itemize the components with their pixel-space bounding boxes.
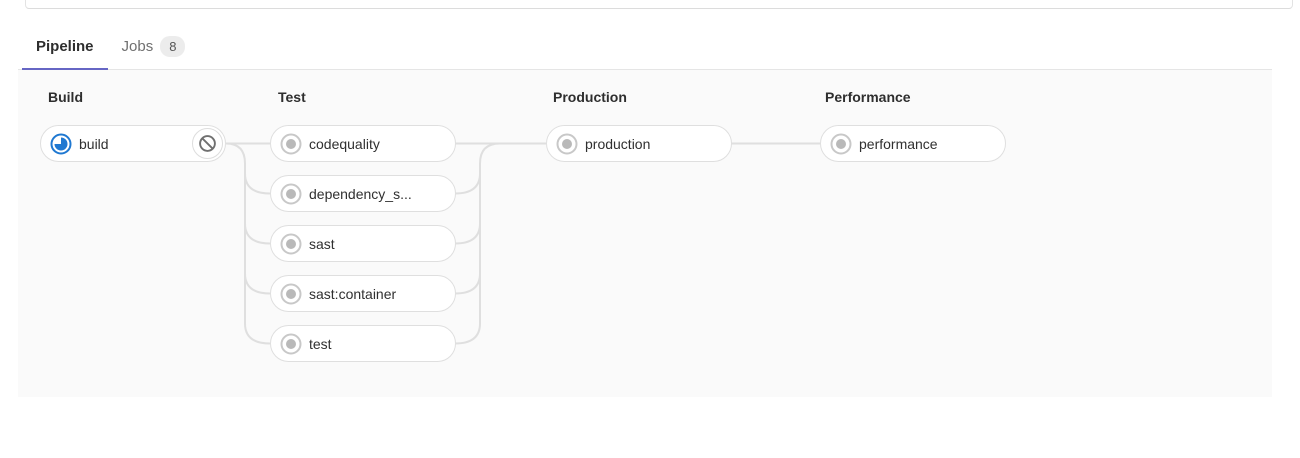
job-name: sast (309, 235, 335, 252)
pipeline-connector-lines (225, 142, 820, 345)
created-status-icon (280, 283, 302, 304)
job-name: codequality (309, 135, 380, 152)
cancel-ban-icon (199, 135, 216, 152)
created-status-icon (280, 133, 302, 154)
created-status-icon (830, 133, 852, 154)
created-status-icon (280, 183, 302, 204)
tab-pipeline-label: Pipeline (36, 38, 94, 55)
job-pill-build[interactable]: build (40, 125, 226, 162)
created-status-icon (280, 233, 302, 254)
job-name: build (79, 135, 109, 152)
stage-title-performance: Performance (825, 89, 911, 105)
job-name: test (309, 335, 332, 352)
job-pill-dependency-scanning[interactable]: dependency_s... (270, 175, 456, 212)
stage-title-build: Build (48, 89, 83, 105)
jobs-count-badge: 8 (160, 36, 186, 57)
tab-jobs-label: Jobs (121, 38, 154, 55)
job-pill-test[interactable]: test (270, 325, 456, 362)
cancel-job-button[interactable] (192, 128, 223, 159)
job-pill-production[interactable]: production (546, 125, 732, 162)
job-pill-sast[interactable]: sast (270, 225, 456, 262)
pipeline-graph: Build build Test codequality dependency_… (18, 70, 1272, 397)
tab-jobs[interactable]: Jobs 8 (108, 25, 200, 70)
stage-title-production: Production (553, 89, 627, 105)
job-name: production (585, 135, 651, 152)
pipeline-tabs: Pipeline Jobs 8 (18, 25, 1272, 70)
card-bottom-edge (25, 0, 1293, 9)
job-name: sast:container (309, 285, 397, 302)
job-name: performance (859, 135, 938, 152)
job-pill-performance[interactable]: performance (820, 125, 1006, 162)
created-status-icon (280, 333, 302, 354)
job-pill-codequality[interactable]: codequality (270, 125, 456, 162)
running-status-icon (50, 133, 72, 154)
stage-title-test: Test (278, 89, 306, 105)
tab-pipeline[interactable]: Pipeline (22, 27, 108, 70)
job-name: dependency_s... (309, 185, 412, 202)
created-status-icon (556, 133, 578, 154)
job-pill-sast-container[interactable]: sast:container (270, 275, 456, 312)
